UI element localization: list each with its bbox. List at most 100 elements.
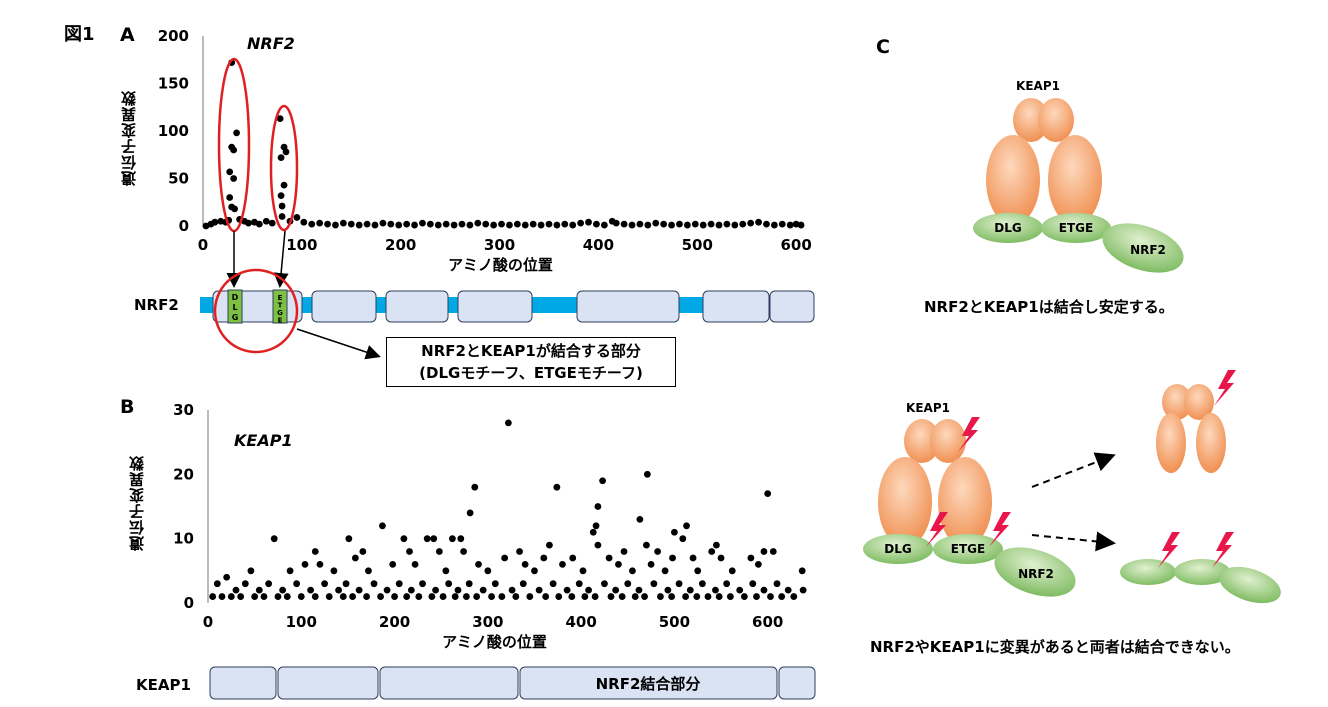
y-tick-label: 50 bbox=[168, 170, 189, 188]
data-point bbox=[773, 580, 781, 588]
etge-segment bbox=[1174, 559, 1230, 585]
data-point bbox=[531, 567, 538, 575]
mutation-bolt-icon bbox=[926, 512, 948, 547]
data-point bbox=[383, 586, 391, 594]
panel-label-b: B bbox=[120, 396, 135, 418]
data-point bbox=[379, 219, 387, 227]
data-point bbox=[661, 567, 669, 575]
mutation-bolt-icon bbox=[989, 512, 1011, 547]
data-point bbox=[607, 593, 615, 600]
y-tick-label: 0 bbox=[179, 217, 189, 235]
data-point bbox=[699, 221, 707, 229]
etge-segment bbox=[1041, 213, 1111, 243]
data-point bbox=[581, 593, 589, 600]
x-tick-label: 300 bbox=[484, 236, 515, 254]
data-point bbox=[460, 548, 467, 555]
data-point bbox=[694, 567, 702, 575]
data-point bbox=[683, 522, 690, 530]
data-point bbox=[612, 219, 620, 227]
data-point bbox=[387, 220, 395, 228]
keap1-label-top: KEAP1 bbox=[1016, 79, 1060, 93]
data-point bbox=[301, 561, 309, 568]
data-point bbox=[260, 593, 268, 600]
data-point bbox=[311, 548, 319, 555]
y-tick-label: 150 bbox=[158, 75, 189, 93]
data-point bbox=[316, 219, 324, 227]
data-point bbox=[506, 221, 513, 229]
x-tick-label: 200 bbox=[379, 613, 410, 631]
data-point bbox=[715, 221, 723, 229]
data-point bbox=[445, 580, 453, 588]
data-point bbox=[498, 220, 505, 228]
panel-label-a: A bbox=[120, 24, 135, 46]
keap1-body-right bbox=[1196, 413, 1226, 473]
etge-label-top: ETGE bbox=[1059, 221, 1093, 235]
data-point bbox=[600, 221, 608, 229]
keap1-body-left bbox=[878, 457, 932, 547]
data-point bbox=[434, 221, 442, 229]
x-tick-label: 500 bbox=[682, 236, 713, 254]
data-point bbox=[540, 554, 548, 562]
etge-hotspot-highlight bbox=[269, 104, 299, 232]
y-tick-label: 10 bbox=[173, 530, 194, 548]
data-point bbox=[559, 561, 566, 568]
data-point bbox=[535, 586, 543, 594]
data-point bbox=[521, 221, 529, 229]
data-point bbox=[490, 221, 498, 229]
keap1-domain-label: KEAP1 bbox=[136, 676, 191, 694]
etge-mapping-arrow bbox=[273, 230, 289, 288]
data-point bbox=[268, 219, 276, 227]
data-point bbox=[712, 541, 720, 549]
data-point bbox=[592, 522, 600, 530]
data-point bbox=[668, 593, 676, 600]
data-point bbox=[363, 593, 370, 600]
data-point bbox=[419, 580, 426, 588]
data-point bbox=[274, 593, 282, 600]
data-point bbox=[324, 220, 331, 228]
data-point bbox=[585, 218, 592, 226]
data-point bbox=[276, 115, 284, 123]
x-tick-label: 400 bbox=[583, 236, 614, 254]
data-point bbox=[561, 220, 569, 228]
callout-line-1: NRF2とKEAP1が結合する部分 bbox=[421, 342, 641, 360]
dashed-arrow-up bbox=[1031, 452, 1116, 488]
x-axis-label: アミノ酸の位置 bbox=[442, 633, 547, 651]
dashed-arrow-down bbox=[1031, 531, 1116, 552]
data-point bbox=[568, 593, 576, 600]
data-point bbox=[227, 593, 235, 600]
data-point bbox=[546, 541, 553, 549]
data-point bbox=[359, 548, 367, 555]
data-point bbox=[784, 586, 792, 594]
data-point bbox=[391, 593, 398, 600]
data-point bbox=[654, 548, 662, 555]
data-point bbox=[747, 219, 755, 227]
binding-site-callout: NRF2とKEAP1が結合する部分 (DLGモチーフ、ETGEモチーフ) bbox=[386, 337, 676, 387]
x-tick-label: 400 bbox=[565, 613, 596, 631]
data-point bbox=[307, 586, 315, 594]
data-point bbox=[707, 220, 715, 228]
data-point bbox=[516, 548, 523, 555]
data-point bbox=[736, 586, 744, 594]
data-point bbox=[767, 593, 774, 600]
y-tick-label: 30 bbox=[173, 401, 194, 419]
data-point bbox=[282, 148, 290, 156]
data-point bbox=[300, 218, 308, 226]
data-point bbox=[635, 586, 643, 594]
data-point bbox=[798, 567, 806, 575]
data-point bbox=[693, 593, 701, 600]
data-point bbox=[226, 168, 234, 176]
data-point bbox=[553, 221, 561, 229]
etge-label-bottom: ETGE bbox=[951, 542, 985, 556]
data-point bbox=[620, 548, 628, 555]
data-point bbox=[652, 219, 660, 227]
keap1-domain-box bbox=[209, 666, 277, 700]
data-point bbox=[395, 221, 403, 229]
data-point bbox=[636, 515, 644, 523]
x-tick-label: 500 bbox=[659, 613, 690, 631]
keap1-head-right bbox=[1038, 98, 1074, 142]
data-point bbox=[488, 593, 495, 600]
data-point bbox=[723, 220, 731, 228]
data-point bbox=[223, 573, 231, 581]
